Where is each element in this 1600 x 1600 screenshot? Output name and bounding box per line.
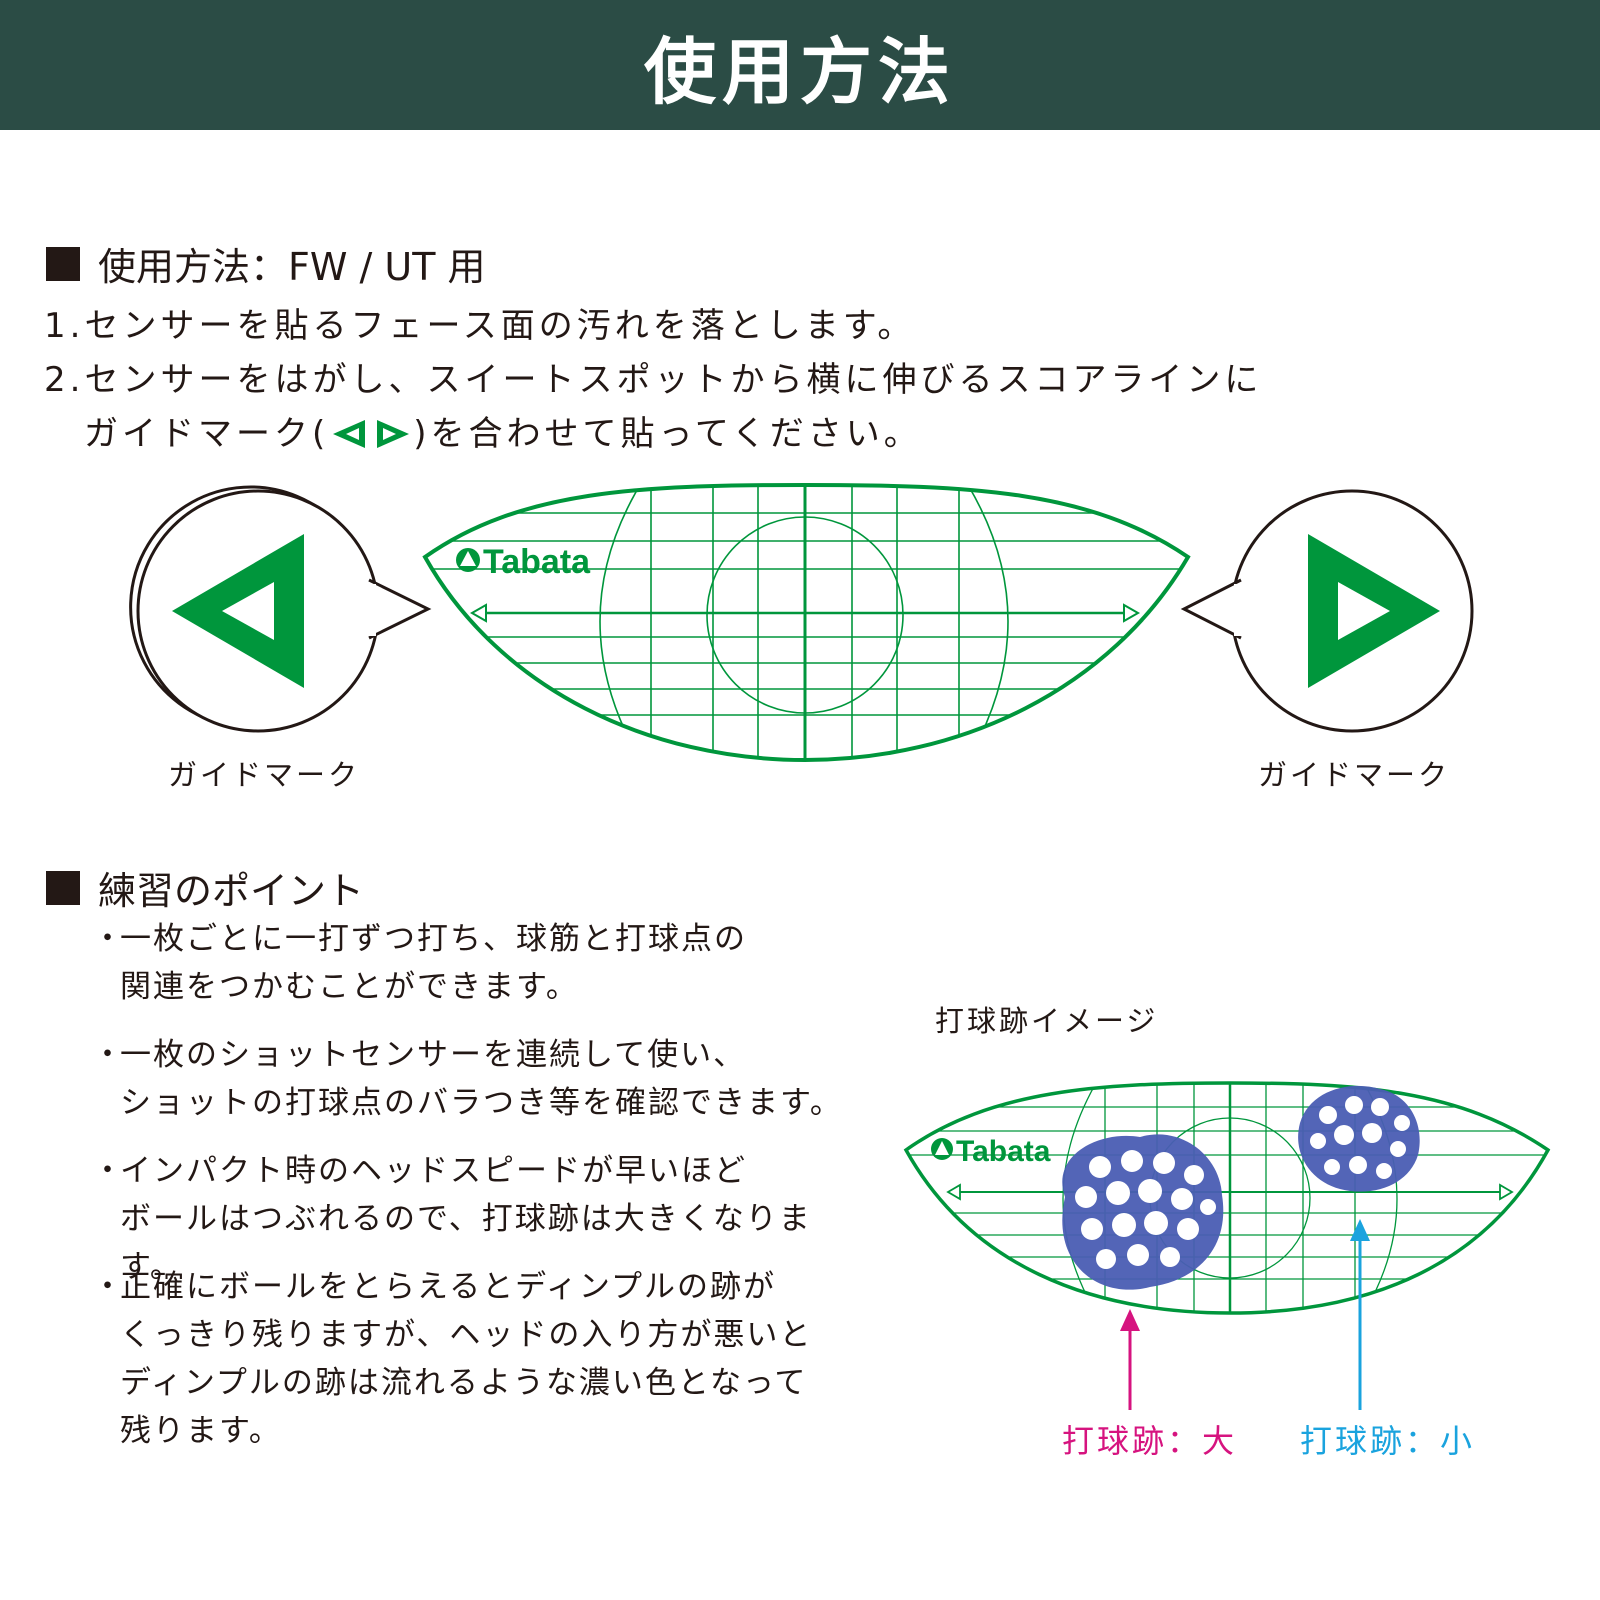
step-2-post: )を合わせて貼ってください。 (413, 414, 922, 454)
section-usage-title: 使用方法：FW / UT 用 (98, 245, 486, 289)
guide-bubble-left (129, 485, 432, 733)
bullet-4: ・ 正確にボールをとらえるとディンプルの跡が くっきり残りますが、ヘッドの入り方… (92, 1263, 872, 1455)
impact-mark-large (1062, 1134, 1224, 1290)
bullet-dot: ・ (92, 1153, 125, 1189)
impact-diagram: Tabata (903, 1081, 1551, 1410)
section-points-heading: 練習のポイント (46, 860, 364, 915)
tabata-logo: Tabata (456, 543, 591, 581)
page-title: 使用方法 (643, 29, 956, 114)
arrow-large-icon (1120, 1309, 1140, 1410)
bullet-4-line-4: 残ります。 (120, 1413, 282, 1449)
sensor-diagram: Tabata (129, 482, 1474, 763)
section-points-title: 練習のポイント (98, 869, 365, 913)
step-2-line-2: ガイドマーク( )を合わせて貼ってください。 (84, 406, 922, 455)
bullet-3: ・ インパクト時のヘッドスピードが早いほど ボールはつぶれるので、打球跡は大きく… (92, 1147, 872, 1291)
guide-marks-icon (333, 420, 410, 448)
bullet-4-line-3: ディンプルの跡は流れるような濃い色となって (120, 1365, 808, 1401)
bullet-1-line-2: 関連をつかむことができます。 (120, 969, 579, 1005)
step-1: 1.センサーを貼るフェース面の汚れを落とします。 (44, 306, 916, 346)
bullet-3-line-2: ボールはつぶれるので、打球跡は大きくなります。 (120, 1201, 812, 1285)
guide-label-left: ガイドマーク (168, 758, 361, 792)
sensor-face: Tabata (422, 482, 1191, 763)
section-usage-heading: 使用方法：FW / UT 用 (46, 236, 486, 291)
header-bar: 使用方法 (0, 0, 1600, 130)
guide-bubble-right (1180, 489, 1474, 733)
bullet-2-line-1: 一枚のショットセンサーを連続して使い、 (120, 1037, 747, 1073)
tabata-logo: Tabata (931, 1135, 1051, 1168)
bullet-dot: ・ (92, 1037, 125, 1073)
bullet-dot: ・ (92, 1269, 125, 1305)
impact-image-title: 打球跡イメージ (935, 1004, 1159, 1038)
step-2-line-1: 2.センサーをはがし、スイートスポットから横に伸びるスコアラインに (44, 360, 1263, 400)
bullet-2-line-2: ショットの打球点のバラつき等を確認できます。 (120, 1085, 843, 1121)
step-2-pre: ガイドマーク( (84, 414, 330, 454)
brand-name: Tabata (956, 1135, 1051, 1168)
square-bullet-icon (46, 246, 80, 281)
arrow-small-icon (1350, 1219, 1370, 1410)
bullet-4-line-2: くっきり残りますが、ヘッドの入り方が悪いと (120, 1317, 813, 1353)
bullet-2: ・ 一枚のショットセンサーを連続して使い、 ショットの打球点のバラつき等を確認で… (92, 1031, 872, 1127)
bullet-3-line-1: インパクト時のヘッドスピードが早いほど (120, 1153, 747, 1189)
bullet-1: ・ 一枚ごとに一打ずつ打ち、球筋と打球点の 関連をつかむことができます。 (92, 915, 872, 1011)
impact-label-large: 打球跡：大 (1062, 1422, 1238, 1460)
bullet-dot: ・ (92, 921, 125, 957)
bullet-4-line-1: 正確にボールをとらえるとディンプルの跡が (120, 1269, 776, 1305)
square-bullet-icon (46, 870, 80, 905)
bullet-1-line-1: 一枚ごとに一打ずつ打ち、球筋と打球点の (120, 921, 747, 957)
guide-label-right: ガイドマーク (1258, 758, 1451, 792)
brand-name: Tabata (483, 543, 591, 581)
impact-label-small: 打球跡：小 (1300, 1422, 1476, 1460)
impact-mark-small (1298, 1085, 1420, 1192)
